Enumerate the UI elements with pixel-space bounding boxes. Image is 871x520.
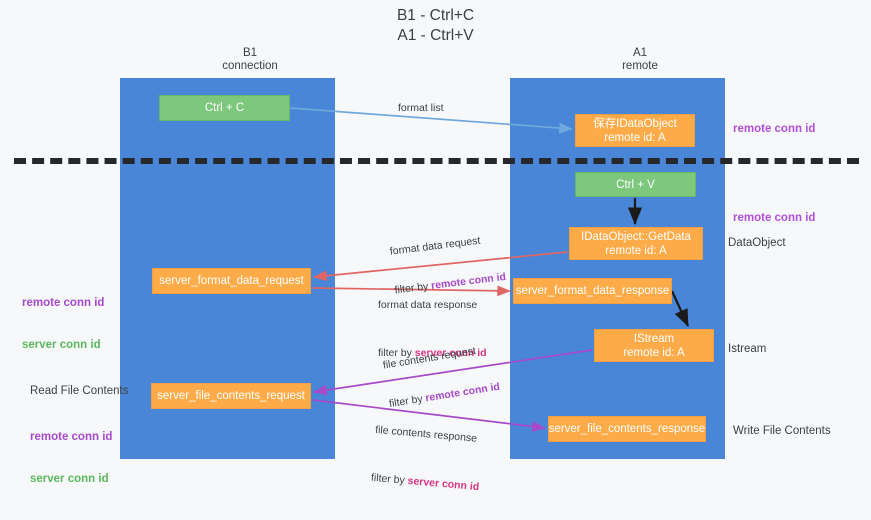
node-ctrl-c[interactable]: Ctrl + C (159, 95, 290, 121)
annotation-remote-conn-id-top: remote conn id (733, 123, 816, 135)
annotation-left-server-conn-id-mid: server conn id (22, 339, 101, 351)
node-idataobject-getdata[interactable]: IDataObject::GetData remote id: A (569, 227, 703, 260)
column-header-b1: B1 connection (222, 47, 278, 72)
edge-label-format-data-response: format data response filter by server co… (378, 273, 487, 386)
annotation-istream: Istream (728, 343, 767, 355)
section-divider (14, 158, 859, 164)
diagram-canvas: B1 - Ctrl+C A1 - Ctrl+V B1 connection A1… (14, 7, 859, 493)
edge-label-file-contents-response-text: file contents response (374, 423, 478, 445)
node-idataobject[interactable]: 保存IDataObject remote id: A (575, 114, 695, 147)
node-server-file-contents-request[interactable]: server_file_contents_request (151, 383, 311, 409)
annotation-conn-ids-bottom: remote conn id server conn id (30, 402, 112, 514)
edge-label-format-data-request-text: format data request (389, 234, 482, 258)
edge-label-format-list: format list (398, 102, 444, 114)
annotation-left-remote-conn-id-bottom: remote conn id (30, 431, 113, 443)
edge-label-file-contents-request-text: file contents request (382, 344, 477, 372)
annotation-read-file-contents: Read File Contents (30, 385, 129, 397)
annotation-conn-ids-middle: remote conn id server conn id (22, 268, 104, 380)
node-server-format-data-response[interactable]: server_format_data_response (513, 278, 672, 304)
filter-key-server-conn-id: server conn id (407, 474, 480, 494)
node-ctrl-v[interactable]: Ctrl + V (575, 172, 696, 197)
filter-key-server-conn-id: server conn id (414, 347, 487, 359)
edge-label-file-contents-response: file contents response filter by server … (368, 398, 486, 520)
edge-label-format-data-response-text: format data response (378, 299, 478, 311)
column-header-a1: A1 remote (622, 47, 658, 72)
filter-prefix: filter by (378, 347, 415, 359)
annotation-left-remote-conn-id-mid: remote conn id (22, 297, 105, 309)
annotation-remote-conn-id-mid: remote conn id (733, 212, 816, 224)
node-server-file-contents-response[interactable]: server_file_contents_response (548, 416, 706, 442)
annotation-write-file-contents: Write File Contents (733, 425, 831, 437)
node-istream[interactable]: IStream remote id: A (594, 329, 714, 362)
edge-label-file-contents-response-filter: filter by server conn id (370, 471, 480, 494)
node-server-format-data-request[interactable]: server_format_data_request (152, 268, 311, 294)
filter-key-remote-conn-id: remote conn id (424, 380, 501, 405)
filter-prefix: filter by (370, 471, 409, 487)
annotation-dataobject: DataObject (728, 237, 786, 249)
edge-label-format-data-response-filter: filter by server conn id (378, 347, 487, 360)
annotation-left-server-conn-id-bottom: server conn id (30, 473, 109, 485)
page-title: B1 - Ctrl+C A1 - Ctrl+V (396, 7, 475, 44)
